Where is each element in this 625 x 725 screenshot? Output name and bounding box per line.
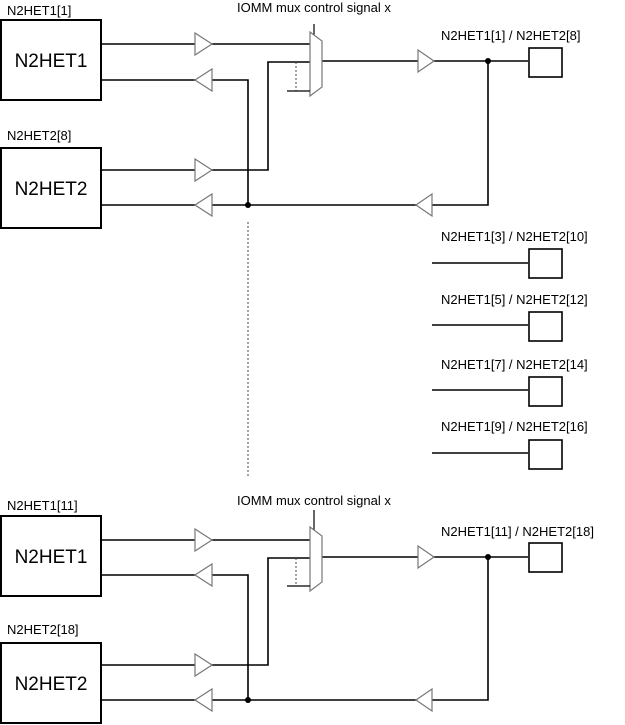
top-junction-feedback bbox=[245, 202, 251, 208]
middle-pins: N2HET1[3] / N2HET2[10] N2HET1[5] / N2HET… bbox=[432, 229, 588, 470]
bottom-het2-block-label: N2HET2 bbox=[15, 674, 88, 695]
pin-label-4: N2HET1[9] / N2HET2[16] bbox=[441, 419, 588, 434]
bottom-junction-pin bbox=[485, 554, 491, 560]
top-feedback-wire bbox=[101, 61, 489, 206]
bottom-het1-block-label: N2HET1 bbox=[15, 547, 88, 568]
top-pin bbox=[528, 47, 563, 78]
top-het2-block bbox=[0, 147, 102, 229]
top-buffer-het2-out bbox=[194, 157, 214, 183]
top-buffer-het2-in bbox=[193, 192, 213, 218]
top-mux bbox=[309, 30, 323, 98]
top-het1-label: N2HET1[1] bbox=[7, 3, 71, 18]
top-het2-block-label: N2HET2 bbox=[15, 179, 88, 200]
bottom-buffer-het1-out bbox=[194, 527, 214, 553]
top-buffer-het1-in bbox=[193, 67, 213, 93]
top-group: N2HET1[1] N2HET1 N2HET2[8] N2HET2 IOMM m… bbox=[0, 0, 580, 229]
top-buffer-feedback bbox=[414, 192, 433, 218]
top-het2-out-wire bbox=[101, 61, 310, 171]
top-het1-block-label: N2HET1 bbox=[15, 51, 88, 72]
bottom-group: N2HET1[11] N2HET1 N2HET2[18] N2HET2 IOMM… bbox=[0, 493, 594, 724]
top-het1-in-wire bbox=[101, 79, 249, 205]
bottom-het1-block bbox=[0, 515, 102, 597]
bottom-mux bbox=[309, 525, 323, 593]
bottom-het2-label: N2HET2[18] bbox=[7, 622, 79, 637]
bottom-buffer-mux-out bbox=[417, 544, 436, 570]
top-pin-label: N2HET1[1] / N2HET2[8] bbox=[441, 28, 580, 43]
top-het2-label: N2HET2[8] bbox=[7, 128, 71, 143]
bottom-het1-in-wire bbox=[101, 574, 249, 700]
bottom-pin bbox=[528, 542, 563, 573]
pin-4 bbox=[528, 439, 563, 470]
bottom-het1-label: N2HET1[11] bbox=[7, 498, 78, 513]
bottom-buffer-het1-in bbox=[193, 562, 213, 588]
bottom-feedback-wire bbox=[101, 557, 489, 701]
top-het1-block bbox=[0, 19, 102, 101]
bottom-het2-out-wire bbox=[101, 557, 310, 666]
bottom-pin-label: N2HET1[11] / N2HET2[18] bbox=[441, 524, 594, 539]
bottom-buffer-het2-in bbox=[193, 687, 213, 713]
pin-label-3: N2HET1[7] / N2HET2[14] bbox=[441, 357, 588, 372]
bottom-junction-feedback bbox=[245, 697, 251, 703]
top-buffer-het1-out bbox=[194, 31, 214, 57]
pin-label-2: N2HET1[5] / N2HET2[12] bbox=[441, 292, 588, 307]
top-junction-pin bbox=[485, 58, 491, 64]
top-mux-label: IOMM mux control signal x bbox=[237, 0, 391, 15]
pin-label-1: N2HET1[3] / N2HET2[10] bbox=[441, 229, 588, 244]
bottom-mux-label: IOMM mux control signal x bbox=[237, 493, 391, 508]
bottom-het2-block bbox=[0, 642, 102, 724]
bottom-buffer-het2-out bbox=[194, 652, 214, 678]
pin-2 bbox=[528, 311, 563, 342]
bottom-buffer-feedback bbox=[414, 687, 433, 713]
top-buffer-mux-out bbox=[417, 48, 436, 74]
pin-3 bbox=[528, 376, 563, 407]
pin-1 bbox=[528, 248, 563, 279]
